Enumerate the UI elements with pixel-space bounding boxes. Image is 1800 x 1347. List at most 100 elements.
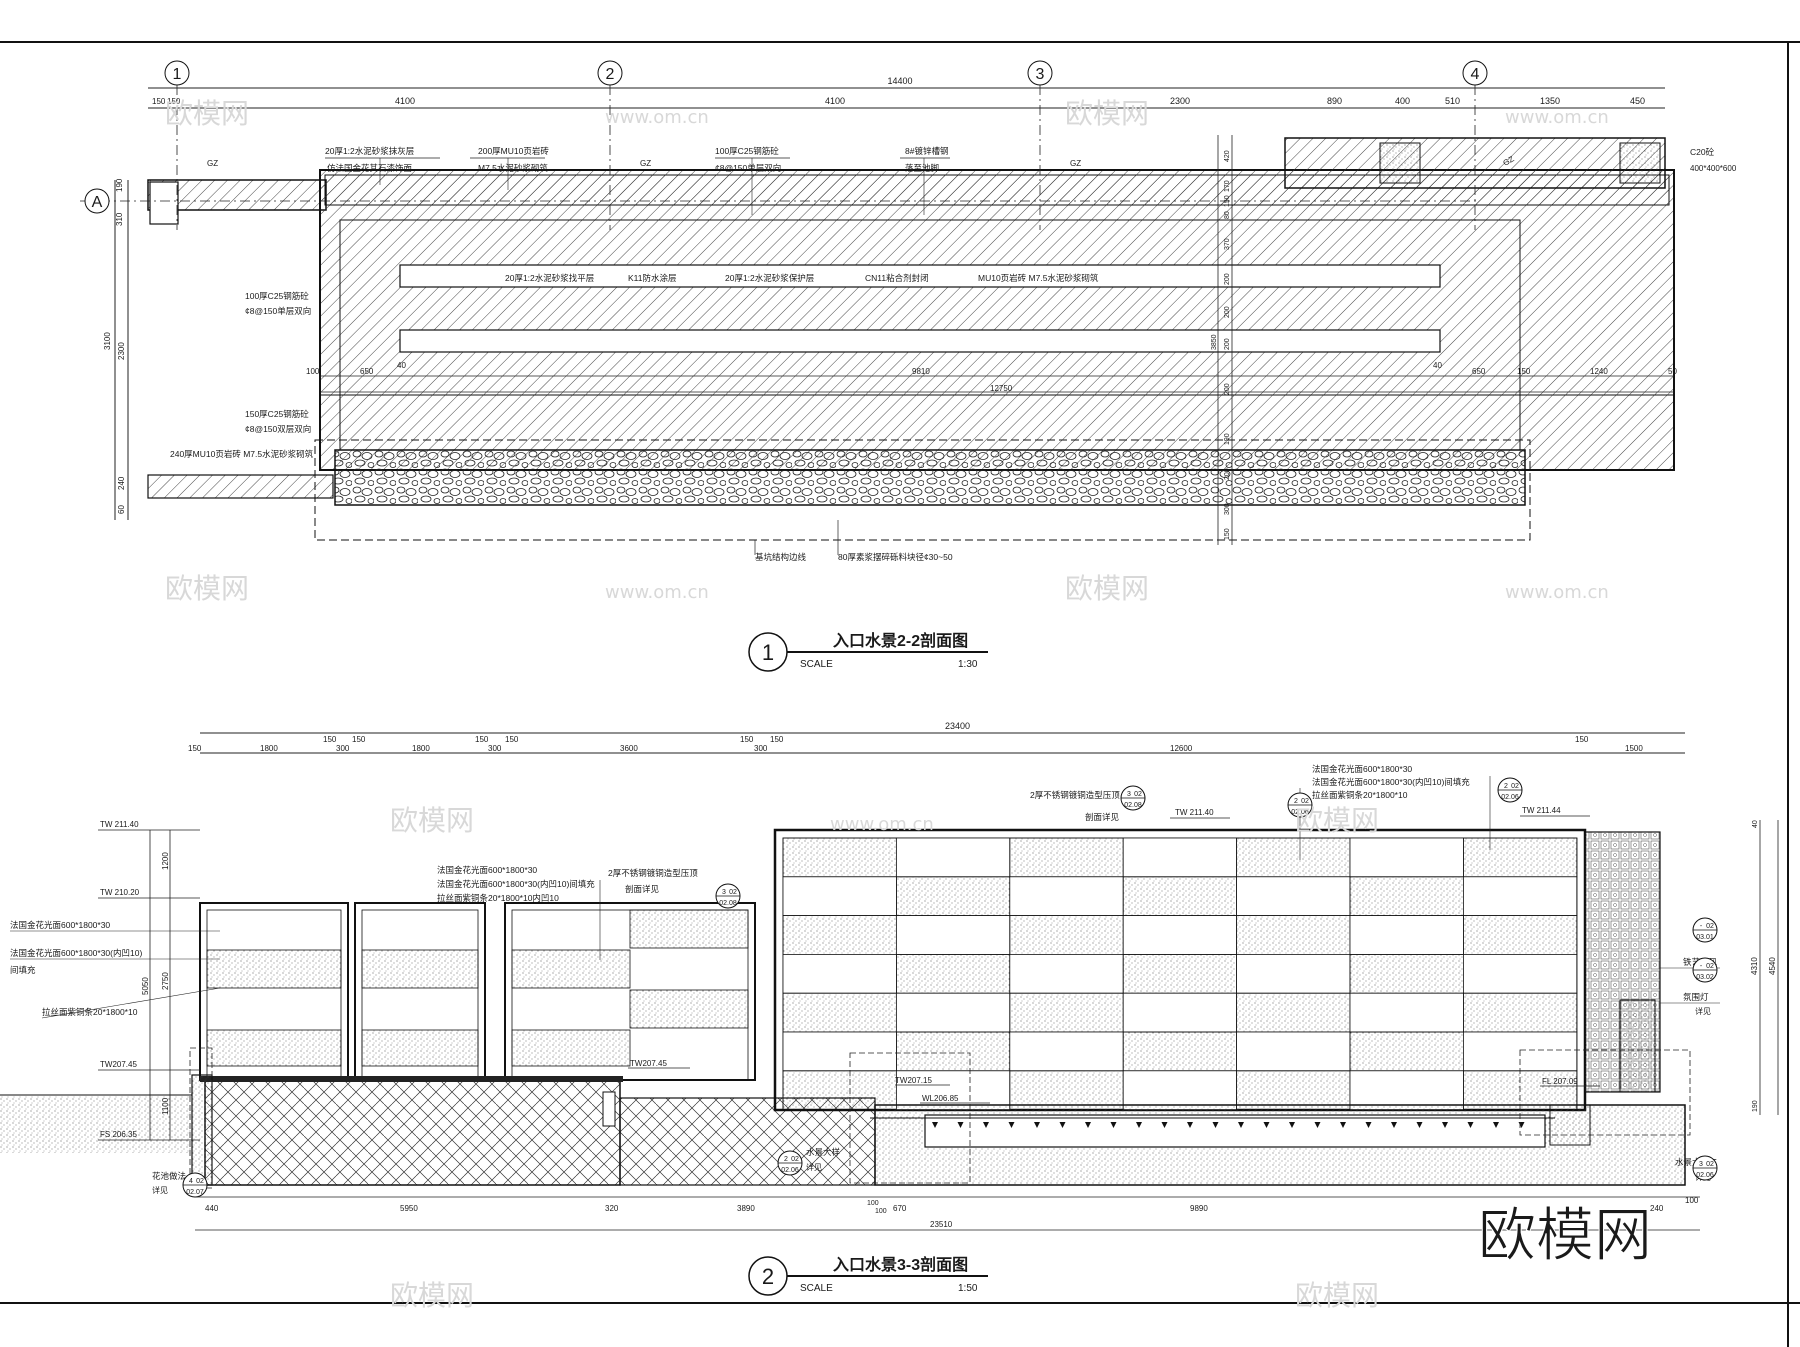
svg-text:300: 300 — [1224, 503, 1231, 515]
dim-label: 240 — [117, 476, 126, 490]
layer-text: 20厚1:2水泥砂浆保护层 — [725, 273, 814, 283]
stone-tile — [1349, 954, 1464, 994]
stone-tile — [1349, 1070, 1464, 1111]
dim-label: 300 — [336, 744, 350, 753]
callout-ref: 02 — [1706, 963, 1714, 970]
stone-tile — [1236, 954, 1351, 994]
jet-nozzle — [1365, 1122, 1372, 1128]
level-mark: TW207.45 — [98, 1060, 200, 1071]
dim-label: 50 — [1668, 367, 1677, 376]
note-text: 花池做法 — [152, 1171, 186, 1181]
dim-label: 40 — [397, 361, 406, 370]
svg-text:200: 200 — [1224, 273, 1231, 285]
water-channel-upper — [399, 264, 1441, 288]
svg-text:40: 40 — [1752, 820, 1759, 828]
dim-label: 150 — [1575, 735, 1589, 744]
stone-tile — [1009, 1070, 1124, 1111]
level-mark: TW 211.40 — [1170, 808, 1230, 819]
svg-text:3: 3 — [1036, 66, 1045, 83]
svg-text:2: 2 — [762, 1264, 774, 1289]
svg-text:190: 190 — [1752, 1100, 1759, 1112]
note-text: 仿法国金花其石漆饰面 — [327, 163, 413, 173]
dim-label: 440 — [205, 1204, 219, 1213]
note-text: 详见 — [806, 1162, 822, 1172]
svg-text:2: 2 — [606, 66, 615, 83]
stone-tile-grid — [782, 837, 1578, 1111]
dim-label: 1500 — [1625, 744, 1643, 753]
drawing-title-2: 2 入口水景3-3剖面图 SCALE 1:50 — [748, 1255, 988, 1296]
stone-tile — [1349, 915, 1464, 955]
jet-nozzle — [1110, 1122, 1117, 1128]
stone-tile — [1463, 915, 1578, 955]
dim-label: 1800 — [260, 744, 278, 753]
note-text: 2厚不锈钢镀铜造型压顶 — [608, 868, 698, 878]
stone-tile — [782, 1031, 897, 1072]
callout-number: 3 — [1699, 1161, 1703, 1168]
callout-number: 2 — [1504, 783, 1508, 790]
svg-text:150: 150 — [1224, 528, 1231, 540]
callout-sheet: 02.08 — [1124, 802, 1142, 809]
svg-text:WL206.85: WL206.85 — [922, 1094, 959, 1103]
svg-text:TW 211.40: TW 211.40 — [1175, 808, 1214, 817]
stone-tile — [1349, 876, 1464, 916]
svg-text:www.om.cn: www.om.cn — [605, 107, 709, 128]
svg-text:190: 190 — [1224, 433, 1231, 445]
svg-text:TW207.45: TW207.45 — [630, 1059, 667, 1068]
stone-tile — [1349, 992, 1464, 1033]
dim-label: 150 — [770, 735, 784, 744]
stone-tile — [1463, 837, 1578, 878]
svg-text:入口水景3-3剖面图: 入口水景3-3剖面图 — [833, 1255, 968, 1274]
gravel-bed — [334, 449, 1526, 506]
stone-tile — [1009, 876, 1124, 916]
svg-text:www.om.cn: www.om.cn — [1505, 107, 1609, 128]
dim-label: 3100 — [103, 332, 112, 350]
watermarks: 欧模网 www.om.cn 欧模网 www.om.cn 欧模网 www.om.c… — [165, 97, 1653, 1312]
stone-tile — [1122, 1031, 1237, 1072]
dim-label: 450 — [1630, 96, 1645, 106]
callout-ref: 02 — [1706, 1161, 1714, 1168]
stone-tile — [782, 954, 897, 994]
dim-label: 650 — [360, 367, 374, 376]
grid-bubble: 3 — [1027, 60, 1053, 86]
dim-label: 1350 — [1540, 96, 1560, 106]
stone-tile — [1009, 954, 1124, 994]
jet-nozzle — [1059, 1122, 1066, 1128]
dim-label: 1800 — [412, 744, 430, 753]
stone-tile — [1236, 837, 1351, 878]
dim-label: 150 — [152, 97, 166, 106]
note-text: 基坑结构边线 — [755, 552, 807, 562]
ambient-light — [1619, 999, 1656, 1093]
callout-sheet: 02.06 — [1696, 1172, 1714, 1179]
stone-tile — [1122, 992, 1237, 1033]
svg-text:1:30: 1:30 — [958, 659, 978, 670]
stone-tile — [896, 1031, 1011, 1072]
callout-number: 2 — [784, 1156, 788, 1163]
stone-tile — [1122, 837, 1237, 878]
svg-text:1: 1 — [762, 640, 774, 665]
stone-tile — [1349, 1031, 1464, 1072]
planter-edge — [191, 1074, 213, 1186]
dim-label: 3890 — [737, 1204, 755, 1213]
callout-sheet: 02.06 — [1501, 794, 1519, 801]
dim-label: 12600 — [1170, 744, 1193, 753]
svg-text:SCALE: SCALE — [800, 1283, 833, 1294]
jet-nozzle — [1136, 1122, 1142, 1128]
callout-ref: 02 — [196, 1178, 204, 1185]
c20-block-right — [1619, 142, 1661, 184]
layer-text: MU10页岩砖 M7.5水泥砂浆砌筑 — [978, 273, 1099, 283]
drawing-title-1: 1 入口水景2-2剖面图 SCALE 1:30 — [748, 631, 988, 672]
jet-nozzle — [1493, 1122, 1499, 1128]
svg-text:www.om.cn: www.om.cn — [830, 814, 934, 835]
jet-nozzle — [983, 1122, 989, 1128]
svg-text:420: 420 — [1224, 150, 1231, 162]
dim-label: 9810 — [912, 367, 930, 376]
svg-text:欧模网: 欧模网 — [165, 97, 249, 130]
svg-text:1100: 1100 — [161, 1097, 170, 1115]
note-text: 间填充 — [10, 965, 36, 975]
stone-tile — [1236, 992, 1351, 1033]
dim-label: 150 — [475, 735, 489, 744]
stone-tile — [782, 1070, 897, 1111]
